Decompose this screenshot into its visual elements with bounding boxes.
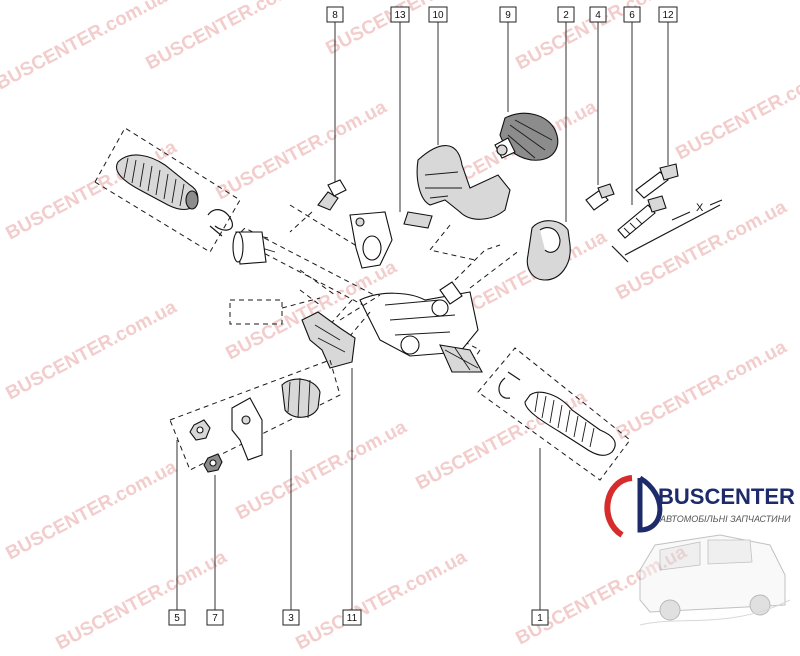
callout-label: 2 bbox=[563, 10, 569, 21]
callout-label: 12 bbox=[662, 10, 674, 21]
mount-assembly bbox=[169, 359, 341, 473]
callout-label: 4 bbox=[595, 10, 601, 21]
callout-7: 7 bbox=[206, 609, 224, 626]
watermark-text: BUSCENTER.com.ua bbox=[0, 0, 171, 94]
van-icon bbox=[639, 534, 791, 626]
watermark-text: BUSCENTER.com.ua bbox=[612, 336, 790, 444]
callout-label: 3 bbox=[288, 613, 294, 624]
bolt-4 bbox=[585, 183, 615, 211]
pad-13 bbox=[403, 211, 433, 229]
bolt-8 bbox=[289, 179, 347, 233]
bolt-6 bbox=[617, 195, 667, 239]
watermark-text: BUSCENTER.com.ua bbox=[142, 0, 320, 74]
right-bellows-assembly bbox=[477, 347, 631, 481]
boot-9 bbox=[494, 112, 559, 161]
callout-label: 9 bbox=[505, 10, 511, 21]
left-bellows-assembly bbox=[94, 127, 241, 253]
callout-5: 5 bbox=[168, 609, 186, 626]
callout-label: 6 bbox=[629, 10, 635, 21]
dashed-placeholder bbox=[229, 297, 321, 325]
logo-b-mark bbox=[637, 475, 663, 533]
callout-label: 7 bbox=[212, 613, 218, 624]
dimension-x-label: X bbox=[696, 202, 704, 214]
watermark-text: BUSCENTER.com.ua bbox=[292, 546, 470, 654]
clamp-2 bbox=[526, 220, 571, 281]
callout-12: 12 bbox=[658, 6, 678, 23]
callout-1: 1 bbox=[531, 609, 549, 626]
watermark-text: BUSCENTER.com.ua bbox=[2, 296, 180, 404]
callout-10: 10 bbox=[428, 6, 448, 23]
callout-13: 13 bbox=[390, 6, 410, 23]
watermark-text: BUSCENTER.com.ua bbox=[52, 546, 230, 654]
buscenter-logo: BUSCENTER АВТОМОБІЛЬНІ ЗАПЧАСТИНИ bbox=[604, 475, 795, 626]
callout-3: 3 bbox=[282, 609, 300, 626]
callout-6: 6 bbox=[623, 6, 641, 23]
callout-label: 1 bbox=[537, 613, 543, 624]
callout-9: 9 bbox=[499, 6, 517, 23]
logo-red-swoosh bbox=[604, 475, 633, 538]
callout-label: 5 bbox=[174, 613, 180, 624]
callout-2: 2 bbox=[557, 6, 575, 23]
dimension-x: X bbox=[611, 199, 723, 263]
callout-label: 8 bbox=[332, 10, 338, 21]
cover-10 bbox=[416, 145, 511, 261]
bracket-11 bbox=[301, 311, 356, 369]
watermark-text: BUSCENTER.com.ua bbox=[322, 0, 500, 59]
callout-label: 10 bbox=[432, 10, 444, 21]
watermark-text: BUSCENTER.com.ua bbox=[672, 56, 800, 164]
logo-name: BUSCENTER bbox=[658, 484, 795, 509]
watermark-text: BUSCENTER.com.ua bbox=[2, 456, 180, 564]
callout-8: 8 bbox=[326, 6, 344, 23]
bolt-12 bbox=[635, 163, 679, 199]
callout-4: 4 bbox=[589, 6, 607, 23]
left-bracket-upper bbox=[349, 211, 393, 269]
callout-11: 11 bbox=[342, 609, 362, 626]
leader-lines bbox=[176, 22, 669, 610]
callout-label: 11 bbox=[347, 613, 358, 624]
watermark-text: BUSCENTER.com.ua bbox=[212, 96, 390, 204]
callout-label: 13 bbox=[394, 10, 406, 21]
logo-tagline: АВТОМОБІЛЬНІ ЗАПЧАСТИНИ bbox=[659, 514, 791, 524]
